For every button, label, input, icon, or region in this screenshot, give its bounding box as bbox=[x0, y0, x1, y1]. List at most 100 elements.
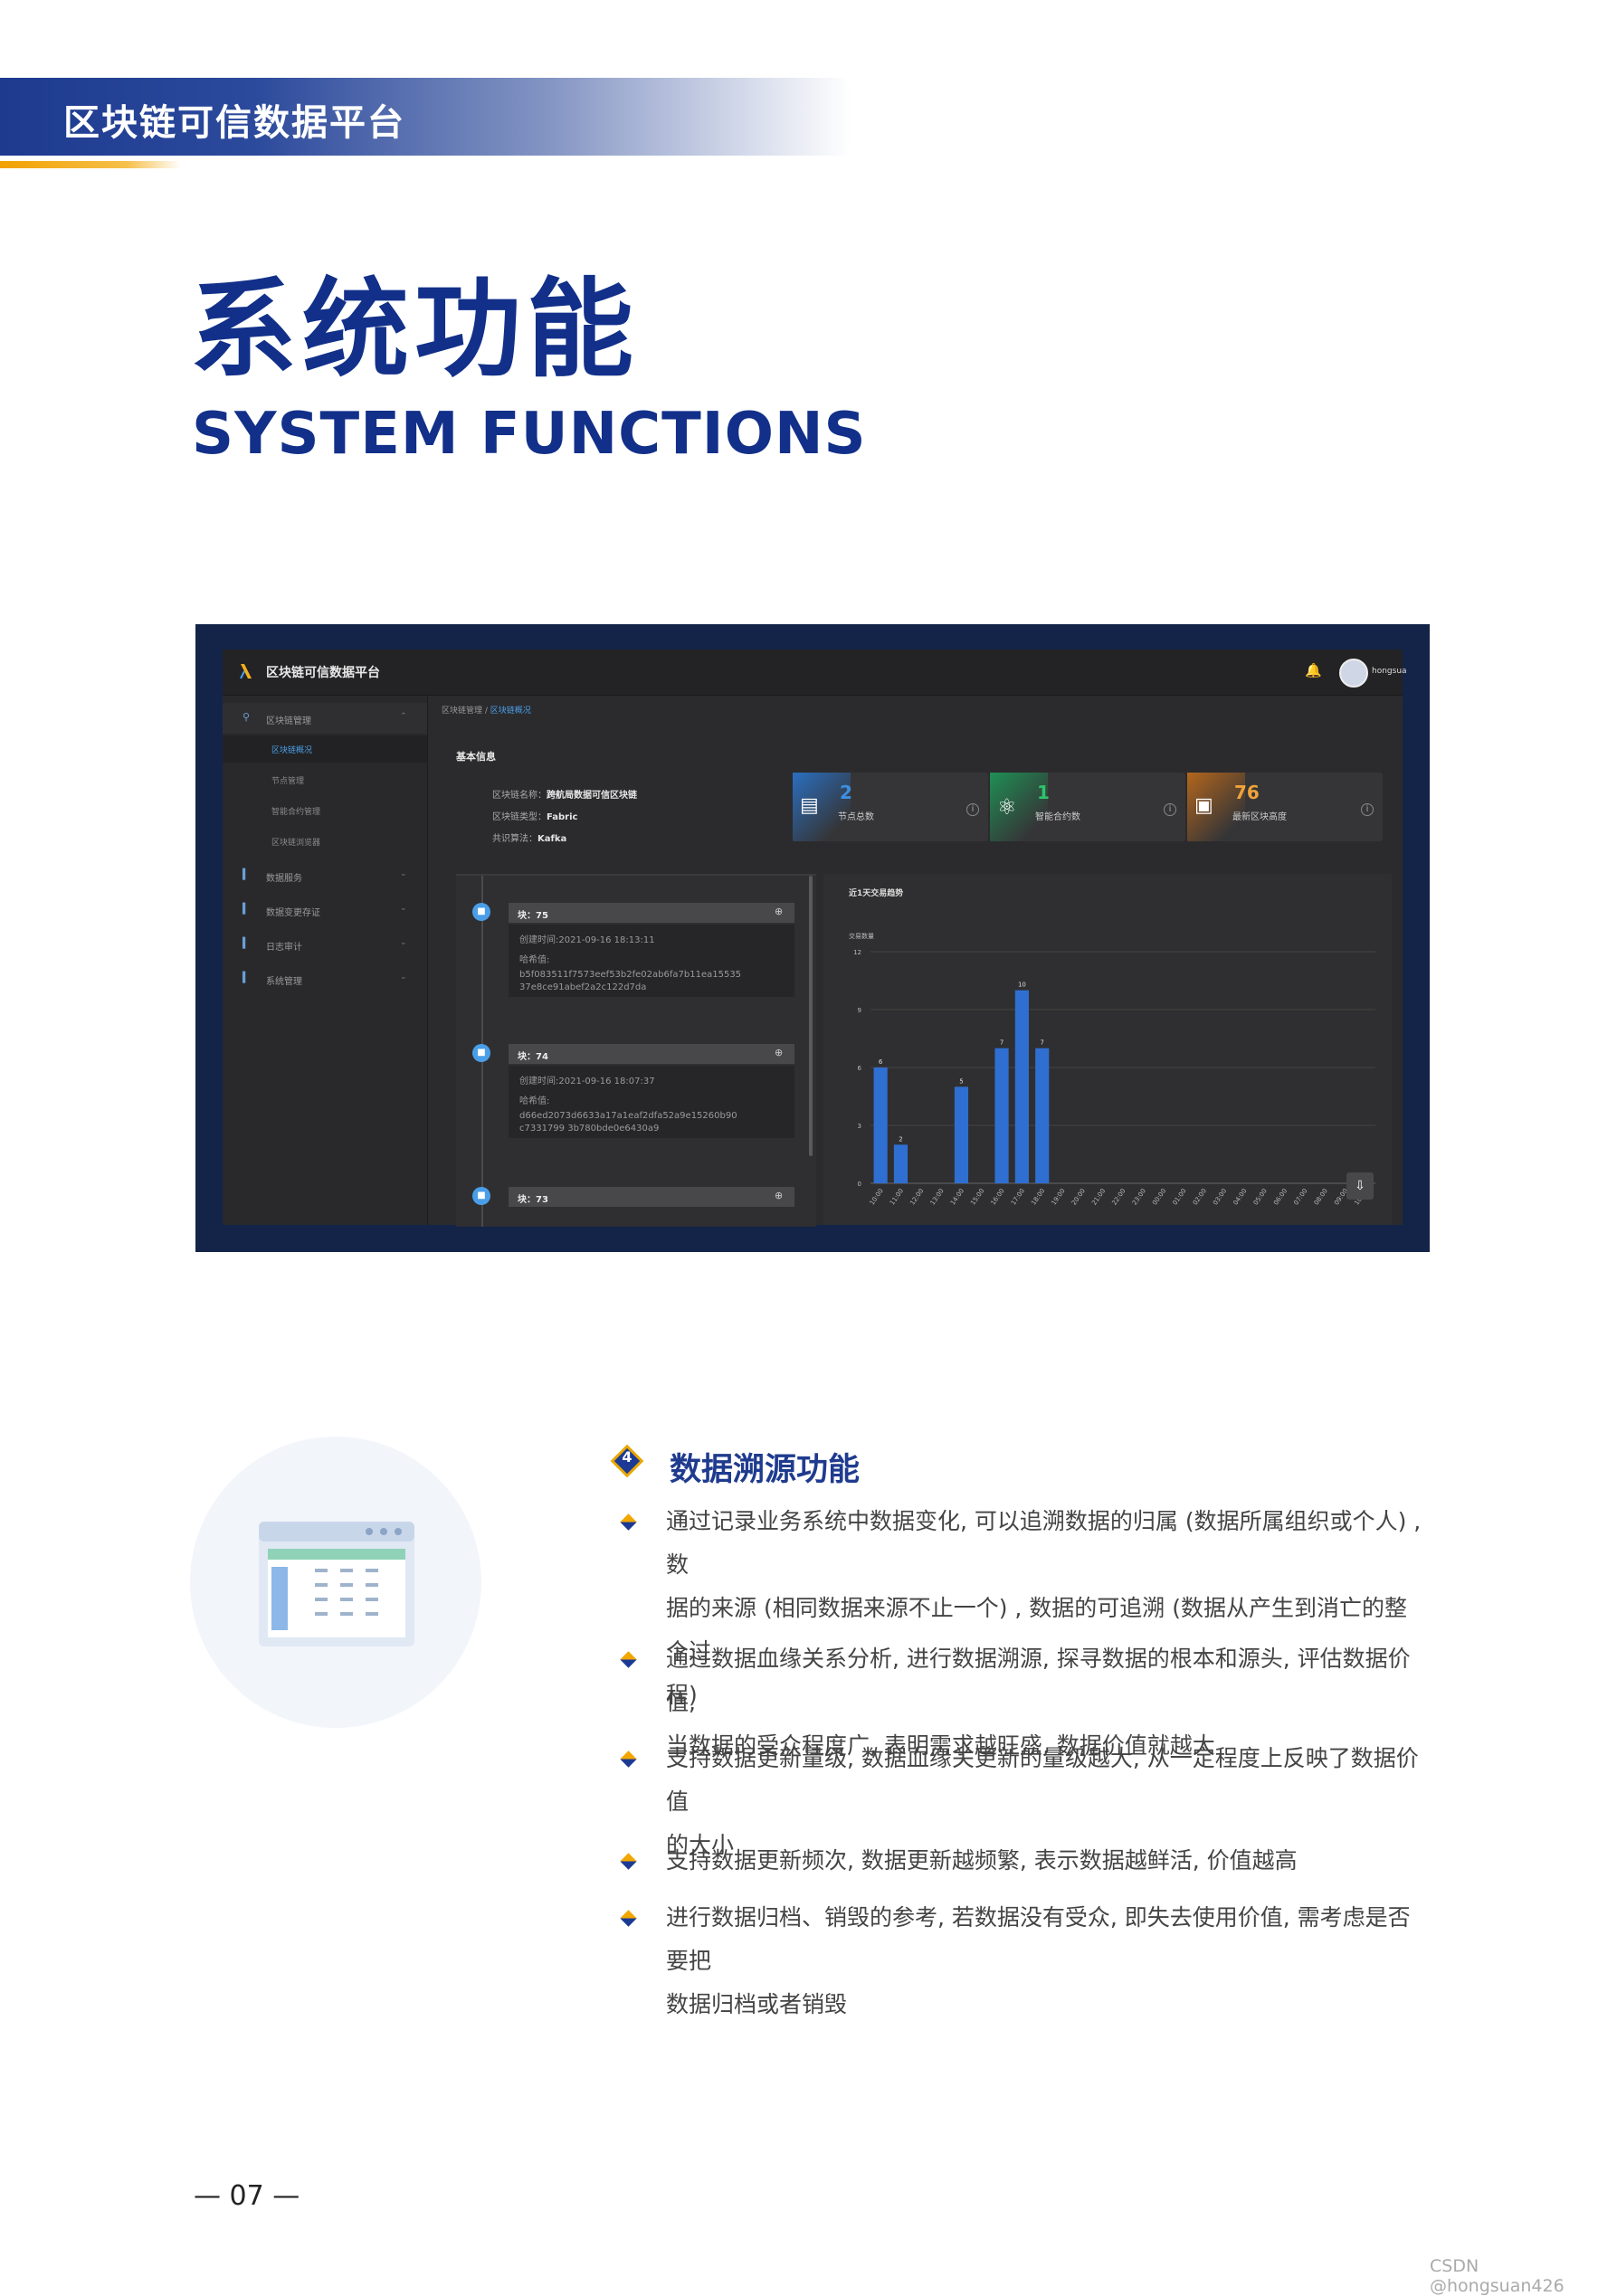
stat-card-height: ▣ 76 最新区块高度 i bbox=[1187, 773, 1383, 841]
breadcrumb-current: 区块链概况 bbox=[490, 707, 531, 716]
app-topbar: 区块链可信数据平台 🔔 hongsua bbox=[223, 650, 1407, 696]
info-icon[interactable]: i bbox=[966, 803, 979, 816]
x-tick-label: 08:00 bbox=[1313, 1188, 1329, 1207]
x-tick-label: 20:00 bbox=[1070, 1188, 1087, 1207]
bar-icon: ▍ bbox=[243, 868, 251, 880]
bullet-line: 支持数据更新量级, 数据血缘关更新的量级越大, 从一定程度上反映了数据价值 bbox=[666, 1745, 1419, 1815]
bullet-line: 据的来源 (相同数据来源不止一个) , 数据的可追溯 (数据从产生到消亡的整个过 bbox=[666, 1595, 1407, 1665]
stat-label: 节点总数 bbox=[838, 812, 874, 822]
sidebar-item-contracts[interactable]: 智能合约管理 bbox=[271, 808, 321, 817]
bullet-line: 通过数据血缘关系分析, 进行数据溯源, 探寻数据的根本和源头, 评估数据价值, bbox=[666, 1646, 1411, 1715]
bullet-line: 数据归档或者销毁 bbox=[666, 1991, 848, 2017]
x-tick-label: 18:00 bbox=[1030, 1188, 1046, 1207]
header-band bbox=[0, 78, 851, 156]
stat-card-contracts: ⚛ 1 智能合约数 i bbox=[990, 773, 1185, 841]
x-tick-label: 21:00 bbox=[1090, 1188, 1107, 1207]
bar[interactable] bbox=[1014, 990, 1029, 1183]
sidebar-group-audit[interactable]: ▍ 日志审计 ⌄ bbox=[243, 937, 407, 953]
page-number: — 07 — bbox=[194, 2180, 300, 2212]
sidebar-group-data-service[interactable]: ▍ 数据服务 ⌄ bbox=[243, 868, 407, 884]
sidebar-item-explorer[interactable]: 区块链浏览器 bbox=[271, 839, 321, 848]
avatar[interactable] bbox=[1339, 659, 1368, 688]
table-window-icon bbox=[259, 1522, 414, 1646]
bar[interactable] bbox=[994, 1048, 1009, 1183]
bar-data-label: 6 bbox=[879, 1058, 883, 1066]
page-title: 系统功能 bbox=[190, 267, 640, 392]
bar[interactable] bbox=[873, 1067, 888, 1183]
scrollbar[interactable] bbox=[809, 876, 813, 1156]
stat-value: 76 bbox=[1234, 782, 1260, 803]
block-icon: ■ bbox=[472, 903, 490, 921]
location-icon: ⚲ bbox=[243, 711, 251, 723]
x-tick-label: 01:00 bbox=[1171, 1188, 1187, 1207]
stat-label: 最新区块高度 bbox=[1232, 812, 1287, 822]
x-tick-label: 10:00 bbox=[869, 1188, 885, 1207]
breadcrumb-parent[interactable]: 区块链管理 bbox=[442, 707, 483, 716]
info-icon[interactable]: i bbox=[1361, 803, 1374, 816]
feature-bullet-text: 进行数据归档、销毁的参考, 若数据没有受众, 即失去使用价值, 需考虑是否要把数… bbox=[666, 1896, 1426, 2026]
download-button[interactable]: ⇩ bbox=[1346, 1172, 1374, 1200]
x-tick-label: 00:00 bbox=[1151, 1188, 1167, 1207]
feature-bullet-text: 支持数据更新频次, 数据更新越频繁, 表示数据越鲜活, 价值越高 bbox=[666, 1839, 1426, 1883]
info-chain-type: 区块链类型：Fabric bbox=[492, 812, 578, 822]
sidebar-item-nodes[interactable]: 节点管理 bbox=[271, 777, 305, 786]
x-tick-label: 16:00 bbox=[990, 1188, 1006, 1207]
app-name: 区块链可信数据平台 bbox=[266, 666, 380, 680]
x-tick-label: 05:00 bbox=[1252, 1188, 1269, 1207]
chevron-down-icon: ⌄ bbox=[400, 972, 407, 982]
sidebar-group-change-record[interactable]: ▍ 数据变更存证 ⌄ bbox=[243, 903, 407, 918]
stat-value: 2 bbox=[840, 782, 852, 803]
feature-bullet-text: 通过记录业务系统中数据变化, 可以追溯数据的归属 (数据所属组织或个人) , 数… bbox=[666, 1500, 1426, 1717]
y-tick-label: 0 bbox=[858, 1181, 861, 1188]
chevron-down-icon: ⌄ bbox=[400, 904, 407, 913]
info-icon[interactable]: i bbox=[1164, 803, 1176, 816]
feature-bullet-text: 支持数据更新量级, 数据血缘关更新的量级越大, 从一定程度上反映了数据价值的大小 bbox=[666, 1737, 1426, 1867]
bar[interactable] bbox=[1035, 1048, 1050, 1183]
header-title: 区块链可信数据平台 bbox=[63, 102, 405, 144]
sidebar-group-system[interactable]: ▍ 系统管理 ⌄ bbox=[243, 972, 407, 987]
x-tick-label: 12:00 bbox=[908, 1188, 925, 1207]
basic-info: 区块链名称：跨航局数据可信区块链 区块链类型：Fabric 共识算法：Kafka bbox=[456, 769, 796, 850]
app-window: 区块链可信数据平台 🔔 hongsua ⚲ 区块链管理 ⌃ 区块链概况 节点管理… bbox=[223, 650, 1407, 1227]
app-screenshot: 区块链可信数据平台 🔔 hongsua ⚲ 区块链管理 ⌃ 区块链概况 节点管理… bbox=[195, 624, 1430, 1252]
feature-bullet-text: 通过数据血缘关系分析, 进行数据溯源, 探寻数据的根本和源头, 评估数据价值,当… bbox=[666, 1637, 1426, 1768]
info-chain-name: 区块链名称：跨航局数据可信区块链 bbox=[492, 791, 637, 801]
feature-title: 数据溯源功能 bbox=[670, 1452, 861, 1488]
x-tick-label: 15:00 bbox=[969, 1188, 985, 1207]
sidebar-group-chain[interactable]: ⚲ 区块链管理 ⌃ bbox=[223, 703, 427, 734]
bar-data-label: 10 bbox=[1018, 982, 1026, 989]
chevron-down-icon: ⌄ bbox=[400, 938, 407, 947]
block-icon: ■ bbox=[472, 1044, 490, 1062]
bar[interactable] bbox=[893, 1144, 908, 1183]
expand-icon[interactable]: ⊕ bbox=[775, 1190, 784, 1201]
sidebar: ⚲ 区块链管理 ⌃ 区块链概况 节点管理 智能合约管理 区块链浏览器 ▍ 数据服… bbox=[223, 696, 428, 1225]
page-subtitle: SYSTEM FUNCTIONS bbox=[192, 401, 867, 468]
expand-icon[interactable]: ⊕ bbox=[775, 1047, 784, 1058]
y-tick-label: 9 bbox=[858, 1007, 861, 1014]
x-tick-label: 11:00 bbox=[889, 1188, 905, 1207]
bar-data-label: 7 bbox=[1000, 1039, 1003, 1047]
username[interactable]: hongsua bbox=[1372, 667, 1407, 676]
block-header: 块：73⊕ bbox=[509, 1187, 794, 1207]
bullet-line: 程) bbox=[666, 1682, 698, 1708]
bar-data-label: 5 bbox=[959, 1077, 963, 1085]
x-tick-label: 04:00 bbox=[1232, 1188, 1248, 1207]
expand-icon[interactable]: ⊕ bbox=[775, 906, 784, 917]
bar-icon: ▍ bbox=[243, 903, 251, 915]
bullet-line: 支持数据更新频次, 数据更新越频繁, 表示数据越鲜活, 价值越高 bbox=[666, 1847, 1298, 1874]
bullet-diamond-icon bbox=[620, 1513, 637, 1531]
x-tick-label: 06:00 bbox=[1272, 1188, 1289, 1207]
chart-y-label: 交易数量 bbox=[849, 933, 874, 940]
illustration-circle bbox=[190, 1437, 481, 1728]
watermark: CSDN @hongsuan426 bbox=[1430, 2256, 1565, 2296]
stat-label: 智能合约数 bbox=[1035, 812, 1080, 822]
bar[interactable] bbox=[954, 1086, 969, 1183]
sidebar-item-overview[interactable]: 区块链概况 bbox=[223, 735, 427, 763]
bullet-line: 进行数据归档、销毁的参考, 若数据没有受众, 即失去使用价值, 需考虑是否要把 bbox=[666, 1904, 1411, 1974]
bar-data-label: 2 bbox=[899, 1135, 902, 1143]
bar-icon: ▍ bbox=[243, 937, 251, 949]
bell-icon[interactable]: 🔔 bbox=[1305, 662, 1322, 678]
breadcrumb: 区块链管理 / 区块链概况 bbox=[442, 704, 531, 716]
x-tick-label: 07:00 bbox=[1292, 1188, 1308, 1207]
